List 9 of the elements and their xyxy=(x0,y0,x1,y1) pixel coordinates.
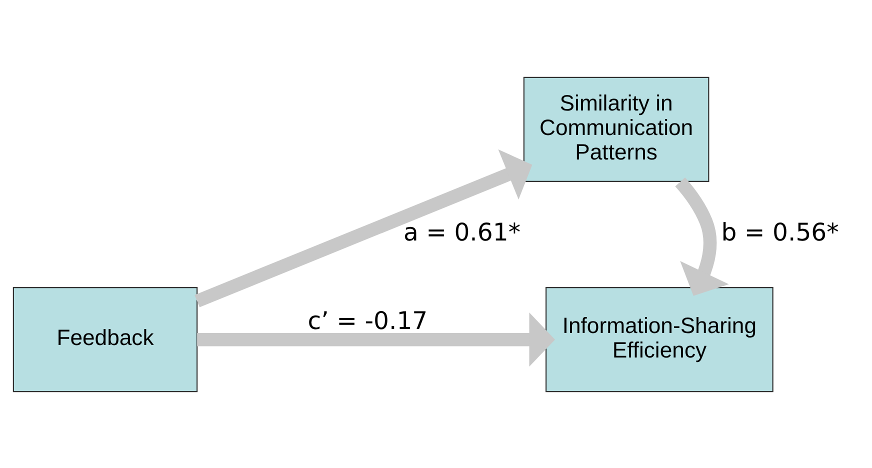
node-box: Feedback xyxy=(12,286,198,392)
edge-label: c’ = -0.17 xyxy=(308,306,428,335)
arrow xyxy=(194,148,532,307)
edge-label: a = 0.61* xyxy=(403,217,521,246)
arrow xyxy=(675,177,729,296)
node-box: Similarity in Communication Patterns xyxy=(523,76,710,182)
arrow xyxy=(197,312,556,366)
edge-label: b = 0.56* xyxy=(721,217,839,246)
node-box: Information-Sharing Efficiency xyxy=(546,286,774,392)
